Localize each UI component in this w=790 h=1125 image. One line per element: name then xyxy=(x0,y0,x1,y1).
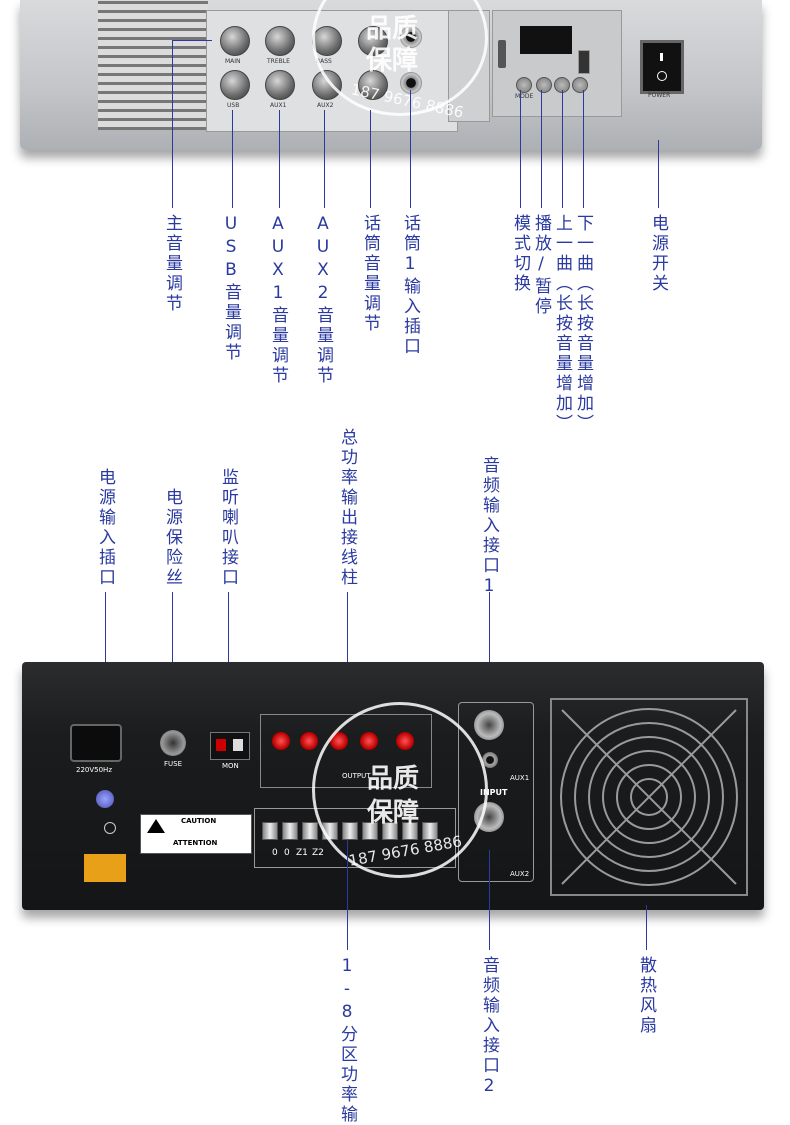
power-inlet[interactable] xyxy=(70,724,122,762)
main-volume-knob[interactable] xyxy=(220,26,250,56)
output-post-2[interactable] xyxy=(300,732,318,750)
terminal-label-0b: 0 xyxy=(284,848,290,858)
callout-usb-volume: USB音量调节 xyxy=(221,214,241,363)
next-button[interactable] xyxy=(572,77,588,93)
zone-terminal-screw[interactable] xyxy=(302,822,318,840)
callout-prev-track: 上一曲（长按音量增加） xyxy=(552,214,572,434)
callout-line-prev xyxy=(562,90,563,208)
power-label: POWER xyxy=(648,92,671,99)
knob-label-usb: USB xyxy=(227,102,240,109)
play-pause-button[interactable] xyxy=(536,77,552,93)
mode-button[interactable] xyxy=(516,77,532,93)
callout-aux1-volume: AUX1音量调节 xyxy=(268,214,288,386)
callout-line-aux1 xyxy=(279,110,280,208)
callout-line-fan xyxy=(646,905,647,950)
callout-line-mon xyxy=(228,592,229,730)
callout-mic1-input: 话筒1输入插口 xyxy=(400,214,420,357)
callout-line-mic1 xyxy=(410,90,411,208)
watermark-rear-line1: 品质 xyxy=(367,764,420,794)
zone-terminal-screw[interactable] xyxy=(282,822,298,840)
callout-next-track: 下一曲（长按音量增加） xyxy=(573,214,593,434)
callout-line-mode xyxy=(520,90,521,208)
callout-line-main-h xyxy=(172,40,212,41)
power-switch-off-mark xyxy=(657,71,667,81)
callout-audio-input-2: 音频输入接口2 xyxy=(479,956,499,1099)
callout-fuse: 电源保险丝 xyxy=(162,488,182,588)
callout-monitor-speaker: 监听喇叭接口 xyxy=(218,468,238,588)
usb-port[interactable] xyxy=(578,50,590,74)
caution-sticker: CAUTION ATTENTION xyxy=(140,814,252,854)
callout-line-play xyxy=(541,90,542,208)
callout-cooling-fan: 散热风扇 xyxy=(636,956,656,1036)
xlr-input-1[interactable] xyxy=(474,710,504,740)
fan-grill-icon xyxy=(560,708,738,886)
callout-play-pause: 播放/暂停 xyxy=(531,214,551,317)
callout-line-power-input xyxy=(105,592,106,714)
callout-audio-input-1: 音频输入接口1 xyxy=(479,456,499,599)
aux2-label: AUX2 xyxy=(510,870,530,878)
callout-line-main xyxy=(172,40,173,208)
monitor-terminal-red xyxy=(216,739,226,751)
callout-line-audio-in-1 xyxy=(489,592,490,720)
callout-line-usb xyxy=(232,110,233,208)
callout-zone-output: 1-8分区功率输 xyxy=(337,956,357,1125)
watermark-front-line2: 保障 xyxy=(366,46,419,76)
yellow-sticker xyxy=(84,854,126,882)
power-switch[interactable] xyxy=(640,40,684,94)
aux1-volume-knob[interactable] xyxy=(265,70,295,100)
callout-line-mic-vol xyxy=(370,110,371,208)
monitor-terminal[interactable] xyxy=(210,732,250,760)
callout-line-audio-in-2 xyxy=(489,850,490,950)
aux1-label: AUX1 xyxy=(510,774,530,782)
callout-power-input: 电源输入插口 xyxy=(95,468,115,588)
callout-line-power xyxy=(658,140,659,208)
mode-button-label: MODE xyxy=(515,93,534,100)
zone-terminal-screw[interactable] xyxy=(262,822,278,840)
output-post-1[interactable] xyxy=(272,732,290,750)
input-label: INPUT xyxy=(480,788,508,797)
front-panel-image: MAIN TREBLE BASS USB AUX1 AUX2 MODE POWE… xyxy=(20,0,762,150)
terminal-label-z1: Z1 xyxy=(296,848,308,858)
sd-card-slot[interactable] xyxy=(498,40,506,68)
knob-label-aux2: AUX2 xyxy=(317,102,334,109)
mon-label: MON xyxy=(222,762,239,770)
vent-grill-left xyxy=(98,0,208,130)
fuse-label: FUSE xyxy=(164,760,183,768)
ground-symbol-icon xyxy=(104,822,116,834)
knob-label-treble: TREBLE xyxy=(267,58,290,65)
watermark-circle-rear xyxy=(312,702,488,878)
callout-aux2-volume: AUX2音量调节 xyxy=(313,214,333,386)
knob-label-aux1: AUX1 xyxy=(270,102,287,109)
callout-total-output: 总功率输出接线柱 xyxy=(337,428,357,588)
attention-title: ATTENTION xyxy=(173,839,218,847)
watermark-front-line1: 品质 xyxy=(366,14,419,44)
watermark-rear-line2: 保障 xyxy=(367,798,420,828)
rear-panel-image: 220V50Hz FUSE MON OUTPUT CAUTION ATTENTI… xyxy=(22,662,764,910)
monitor-terminal-white xyxy=(233,739,243,751)
caution-title: CAUTION xyxy=(181,817,217,825)
callout-power-switch: 电源开关 xyxy=(648,214,668,294)
voltage-label: 220V50Hz xyxy=(76,766,112,774)
callout-line-next xyxy=(583,90,584,208)
ground-knob[interactable] xyxy=(96,790,114,808)
treble-knob[interactable] xyxy=(265,26,295,56)
warning-icon xyxy=(147,819,165,833)
callout-mic-volume: 话筒音量调节 xyxy=(360,214,380,334)
callout-main-volume: 主音量调节 xyxy=(162,214,182,314)
usb-volume-knob[interactable] xyxy=(220,70,250,100)
fuse-holder[interactable] xyxy=(160,730,186,756)
callout-line-aux2 xyxy=(324,110,325,208)
callout-mode-switch: 模式切换 xyxy=(510,214,530,294)
power-switch-mark xyxy=(660,53,663,61)
cooling-fan xyxy=(550,698,748,896)
callout-line-zone-output xyxy=(347,840,348,950)
mp3-display xyxy=(520,26,572,54)
knob-label-main: MAIN xyxy=(225,58,241,65)
terminal-label-0a: 0 xyxy=(272,848,278,858)
rca-input-1[interactable] xyxy=(482,752,498,768)
callout-line-total-output xyxy=(347,592,348,722)
terminal-label-z2: Z2 xyxy=(312,848,324,858)
